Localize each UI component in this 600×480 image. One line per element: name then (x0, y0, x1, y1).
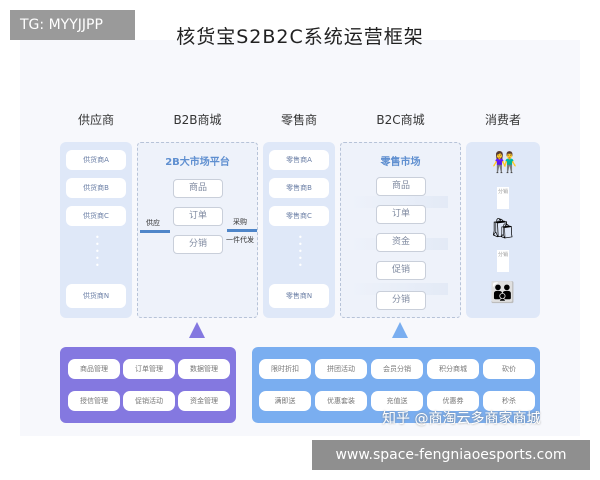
management-item: 订单管理 (123, 359, 175, 379)
header-b2c: B2C商城 (376, 113, 425, 127)
url-banner: www.space-fengniaoesports.com (312, 440, 590, 470)
ellipsis: ••••• (298, 233, 303, 270)
marketing-item: 砍价 (483, 359, 535, 379)
ellipsis: ••••• (95, 233, 100, 270)
retailer-a: 零售商A (269, 150, 329, 170)
dropship-label: 一件代发 (226, 236, 254, 244)
b2c-item: 分销 (376, 291, 426, 310)
supplier-b: 供货商B (66, 178, 126, 198)
distribution-arrow-label: 分销 (497, 187, 509, 209)
header-retailers: 零售商 (280, 113, 317, 127)
management-item: 授信管理 (68, 391, 120, 411)
management-item: 资金管理 (178, 391, 230, 411)
marketing-item: 优惠套装 (315, 391, 367, 411)
marketing-item: 会员分销 (371, 359, 423, 379)
retailers-panel: 零售商A 零售商B 零售商C ••••• 零售商N (263, 142, 335, 318)
consumers-panel: 👫 分销 🛍 分销 👪 (466, 142, 540, 318)
b2b-item: 商品 (173, 179, 223, 198)
marketing-item: 优惠券 (427, 391, 479, 411)
up-arrow-icon (189, 322, 205, 338)
supplier-a: 供货商A (66, 150, 126, 170)
b2b-item: 分销 (173, 235, 223, 254)
b2c-item: 促销 (376, 261, 426, 280)
page-title: 核货宝S2B2C系统运营框架 (176, 26, 424, 48)
header-b2b: B2B商城 (173, 113, 222, 127)
b2c-item: 订单 (376, 205, 426, 224)
marketing-item: 积分商城 (427, 359, 479, 379)
supply-label: 供应 (146, 219, 160, 227)
retailer-n: 零售商N (269, 284, 329, 308)
couple-shopping-icon: 👫 (492, 150, 517, 174)
header-suppliers: 供应商 (77, 113, 114, 127)
b2c-item: 资金 (376, 233, 426, 252)
distribution-arrow-label: 分销 (497, 250, 509, 272)
marketing-item: 满即送 (259, 391, 311, 411)
management-item: 促销活动 (123, 391, 175, 411)
marketing-item: 充值送 (371, 391, 423, 411)
management-item: 商品管理 (68, 359, 120, 379)
backend-management-panel: 商品管理 订单管理 数据管理 授信管理 促销活动 资金管理 (60, 347, 236, 423)
retailer-b: 零售商B (269, 178, 329, 198)
b2b-title: 2B大市场平台 (165, 157, 230, 168)
watermark: 知乎 @商淘云多商家商城 (382, 411, 541, 427)
overlay-label: TG: MYYJJPP (10, 10, 135, 40)
supplier-c: 供货商C (66, 206, 126, 226)
marketing-item: 限时折扣 (259, 359, 311, 379)
header-consumers: 消费者 (484, 113, 521, 127)
marketing-item: 拼团活动 (315, 359, 367, 379)
management-item: 数据管理 (178, 359, 230, 379)
purchase-label: 采购 (233, 218, 247, 226)
b2b-item: 订单 (173, 207, 223, 226)
supplier-n: 供货商N (66, 284, 126, 308)
marketing-item: 秒杀 (483, 391, 535, 411)
family-icon: 👪 (490, 280, 515, 304)
retailer-c: 零售商C (269, 206, 329, 226)
b2c-title: 零售市场 (380, 157, 421, 168)
shopper-icon: 🛍 (490, 216, 516, 240)
b2c-item: 商品 (376, 177, 426, 196)
marketing-tools-panel: 限时折扣 拼团活动 会员分销 积分商城 砍价 满即送 优惠套装 充值送 优惠券 … (252, 347, 540, 423)
suppliers-panel: 供货商A 供货商B 供货商C ••••• 供货商N (60, 142, 132, 318)
up-arrow-icon (392, 322, 408, 338)
purchase-arrow-icon (227, 229, 257, 232)
supply-arrow-icon (140, 230, 170, 233)
